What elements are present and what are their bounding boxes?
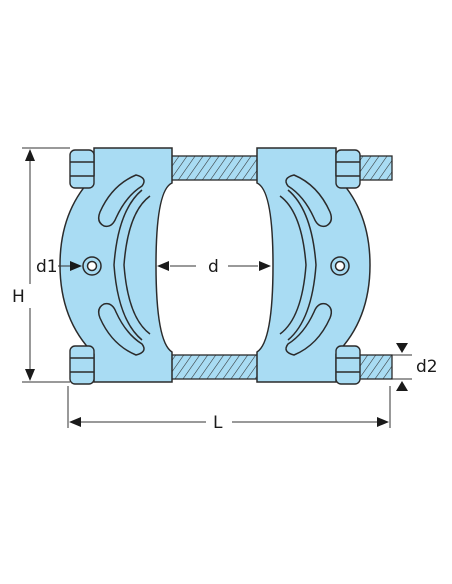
dimension-d bbox=[157, 261, 271, 271]
nut-bottom-right bbox=[335, 345, 361, 385]
dimension-d2 bbox=[392, 343, 412, 391]
label-l: L bbox=[213, 413, 223, 433]
dimension-h bbox=[22, 147, 70, 383]
right-hole bbox=[330, 256, 350, 276]
label-d1: d1 bbox=[36, 257, 58, 277]
label-d: d bbox=[208, 257, 219, 277]
dimension-d1 bbox=[58, 261, 82, 271]
label-d2: d2 bbox=[416, 357, 438, 377]
nut-bottom-left bbox=[69, 345, 95, 385]
left-jaw bbox=[59, 147, 173, 383]
nut-top-left bbox=[69, 149, 95, 189]
nut-top-right bbox=[335, 149, 361, 189]
left-hole bbox=[82, 256, 102, 276]
dimension-l bbox=[67, 386, 391, 428]
right-jaw bbox=[256, 147, 371, 383]
label-h: H bbox=[12, 287, 25, 307]
